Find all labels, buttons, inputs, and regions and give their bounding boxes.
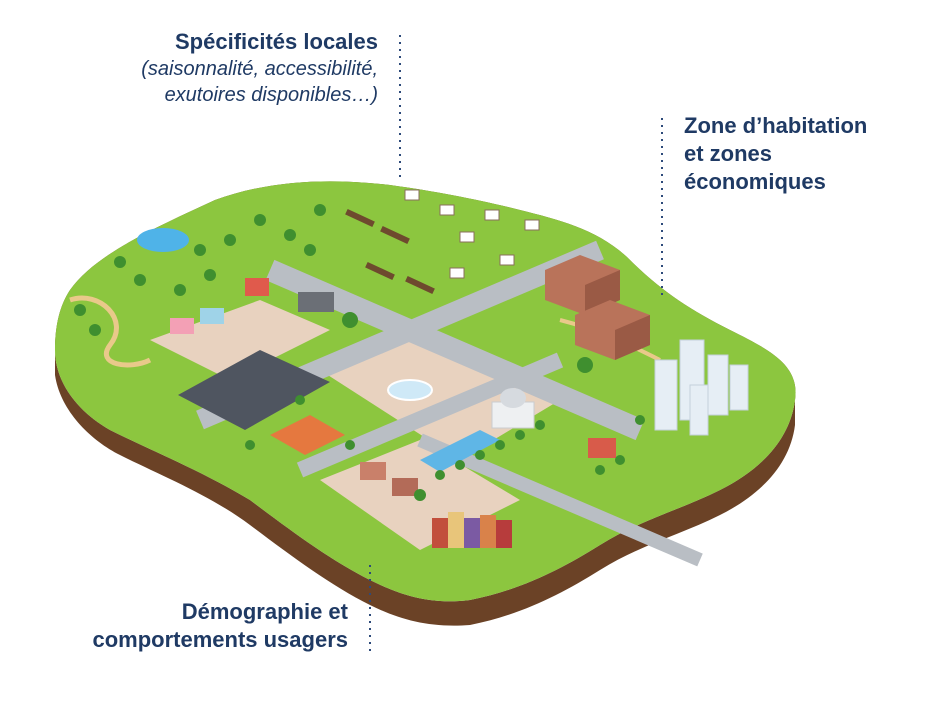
label-local-specifics-subtitle-2: exutoires disponibles…) bbox=[164, 84, 378, 106]
label-local-specifics: Spécificités locales (saisonnalité, acce… bbox=[60, 28, 378, 108]
dirt-path bbox=[69, 295, 152, 368]
houses bbox=[404, 189, 540, 279]
farm-fields bbox=[345, 208, 435, 295]
skyscrapers bbox=[654, 339, 749, 436]
plaza-left bbox=[150, 300, 330, 380]
label-demography-behaviour: Démographie et comportements usagers bbox=[12, 598, 348, 654]
civic-building bbox=[491, 388, 535, 429]
sports-court bbox=[270, 415, 345, 455]
apartment-building bbox=[545, 255, 620, 315]
fountain bbox=[387, 379, 433, 401]
label-housing-line-1: Zone d’habitation bbox=[684, 113, 868, 138]
road bbox=[417, 433, 703, 567]
lake bbox=[137, 228, 189, 252]
label-local-specifics-subtitle-1: (saisonnalité, accessibilité, bbox=[141, 58, 378, 80]
label-demography-line-2: comportements usagers bbox=[92, 627, 348, 652]
parking-lot bbox=[178, 350, 330, 430]
apartment-building bbox=[575, 300, 650, 360]
label-housing-line-3: économiques bbox=[684, 169, 826, 194]
label-housing-economic-zones: Zone d’habitation et zones économiques bbox=[684, 112, 934, 196]
label-local-specifics-title: Spécificités locales bbox=[175, 29, 378, 54]
townhouses bbox=[432, 512, 512, 548]
water-basin bbox=[420, 430, 500, 472]
trees bbox=[74, 204, 645, 501]
shops bbox=[170, 278, 616, 496]
road bbox=[296, 352, 564, 478]
label-housing-line-2: et zones bbox=[684, 141, 773, 166]
label-demography-line-1: Démographie et bbox=[181, 599, 348, 624]
